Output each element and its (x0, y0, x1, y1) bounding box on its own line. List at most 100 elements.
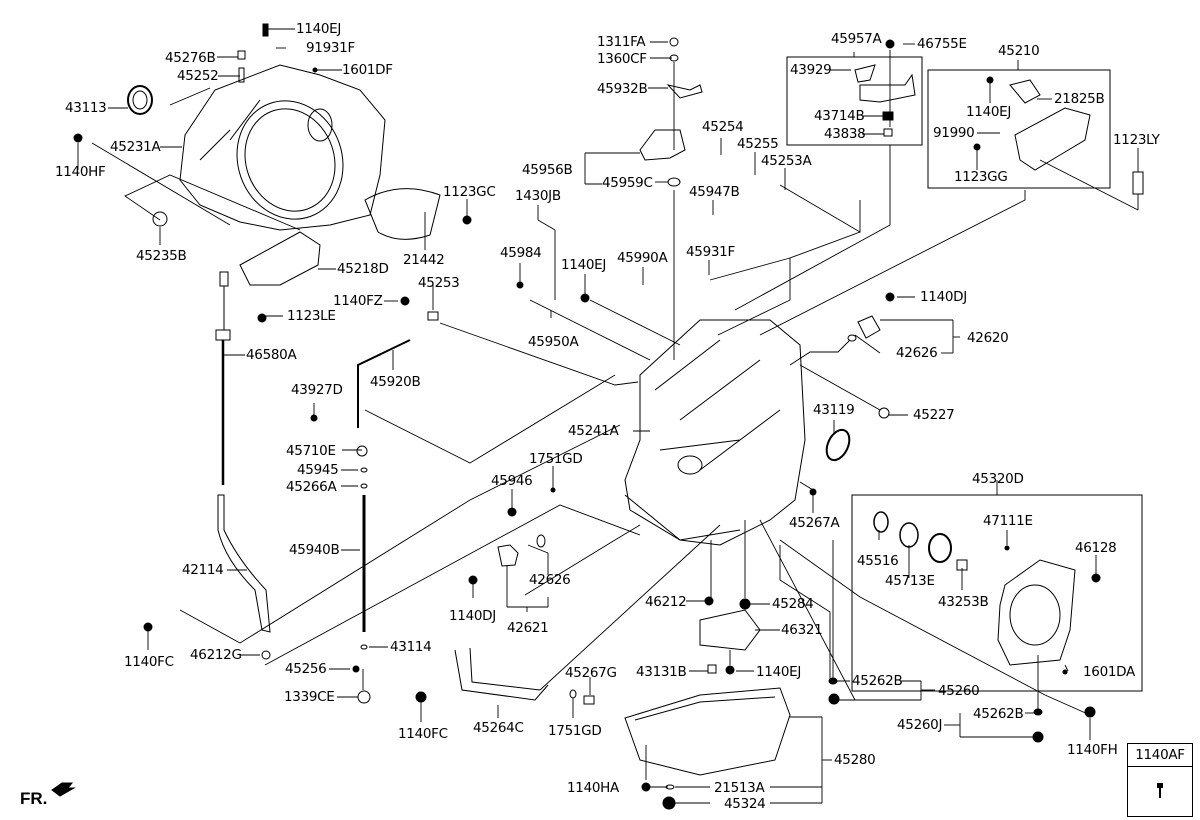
part-label[interactable]: 1430JB (515, 188, 561, 204)
part-label[interactable]: 45984 (500, 245, 542, 261)
part-label[interactable]: 42114 (182, 562, 224, 578)
part-label[interactable]: 46128 (1075, 540, 1117, 556)
part-label[interactable]: 46321 (781, 622, 823, 638)
part-label[interactable]: 42626 (896, 345, 938, 361)
part-label[interactable]: 43253B (938, 594, 989, 610)
cooler-pipe-45264C-drawing (454, 647, 549, 701)
part-label[interactable]: 45267G (565, 665, 617, 681)
part-label[interactable]: 45516 (857, 553, 899, 569)
part-label[interactable]: 45227 (913, 407, 955, 423)
part-label[interactable]: 45231A (110, 139, 161, 155)
part-label[interactable]: 43113 (65, 100, 107, 116)
part-label[interactable]: 43927D (291, 382, 343, 398)
part-label[interactable]: 43119 (813, 402, 855, 418)
part-label[interactable]: 1751GD (529, 451, 583, 467)
part-label[interactable]: 1140FC (398, 726, 448, 742)
part-label[interactable]: 1140DJ (920, 289, 967, 305)
part-label[interactable]: 1360CF (597, 51, 647, 67)
part-label[interactable]: 45957A (831, 31, 882, 47)
part-label[interactable]: 45260J (897, 717, 943, 733)
part-label[interactable]: 1601DA (1083, 664, 1135, 680)
part-label[interactable]: 45945 (297, 462, 339, 478)
part-label[interactable]: 45266A (286, 479, 337, 495)
part-label[interactable]: 1140EJ (966, 104, 1012, 120)
part-label[interactable]: 45262B (852, 673, 903, 689)
part-label[interactable]: 45235B (136, 248, 187, 264)
converter-housing-drawing (179, 64, 386, 231)
part-label[interactable]: 1601DF (342, 62, 393, 78)
part-label[interactable]: 45280 (834, 752, 876, 768)
part-label[interactable]: 45284 (772, 596, 814, 612)
part-label[interactable]: 45920B (370, 374, 421, 390)
part-label[interactable]: 45210 (998, 43, 1040, 59)
part-label[interactable]: 1140FH (1067, 742, 1118, 758)
cover-45320D-drawing (997, 559, 1076, 666)
part-label[interactable]: 45710E (286, 443, 336, 459)
part-label[interactable]: 1123GC (443, 184, 496, 200)
part-label[interactable]: 45260 (938, 683, 980, 699)
part-label[interactable]: 91931F (306, 40, 355, 56)
bolt-1123LY-drawing (1132, 171, 1144, 195)
part-label[interactable]: 21825B (1054, 91, 1105, 107)
part-label[interactable]: 1140DJ (449, 608, 496, 624)
part-label[interactable]: 1751GD (548, 723, 602, 739)
front-arrow-icon (51, 782, 76, 797)
part-label[interactable]: 45254 (702, 119, 744, 135)
part-label[interactable]: 45940B (289, 542, 340, 558)
part-label[interactable]: 1123LY (1113, 132, 1160, 148)
part-label[interactable]: 42626 (529, 572, 571, 588)
part-label[interactable]: 45255 (737, 136, 779, 152)
part-label[interactable]: 1123LE (287, 308, 336, 324)
part-label[interactable]: 45264C (473, 720, 524, 736)
part-label[interactable]: 1123GG (954, 169, 1008, 185)
part-label[interactable]: 1339CE (284, 689, 335, 705)
part-label[interactable]: 43114 (390, 639, 432, 655)
part-label[interactable]: 21513A (714, 780, 765, 796)
part-label[interactable]: 43714B (814, 108, 865, 124)
part-label[interactable]: 91990 (933, 125, 975, 141)
part-label[interactable]: 43131B (636, 664, 687, 680)
seal-43113-drawing (127, 85, 153, 115)
legend-box-1140AF[interactable]: 1140AF (1127, 743, 1193, 817)
part-label[interactable]: 1140FZ (333, 293, 383, 309)
part-label[interactable]: 43929 (790, 62, 832, 78)
part-label[interactable]: 45931F (686, 244, 735, 260)
part-label[interactable]: 1140EJ (296, 21, 342, 37)
part-label[interactable]: 45950A (528, 334, 579, 350)
part-label[interactable]: 45324 (724, 796, 766, 812)
part-label[interactable]: 42620 (967, 330, 1009, 346)
part-label[interactable]: 47111E (983, 513, 1033, 529)
part-label[interactable]: 45267A (789, 515, 840, 531)
part-label[interactable]: 45320D (972, 471, 1024, 487)
part-label[interactable]: 45218D (337, 261, 389, 277)
part-label[interactable]: 1140EJ (561, 257, 607, 273)
part-label[interactable]: 45947B (689, 184, 740, 200)
part-label[interactable]: 1140EJ (756, 664, 802, 680)
part-label[interactable]: 45256 (285, 661, 327, 677)
part-label[interactable]: 45713E (885, 573, 935, 589)
part-label[interactable]: 46580A (246, 347, 297, 363)
part-label[interactable]: 45990A (617, 250, 668, 266)
part-label[interactable]: 46212 (645, 594, 687, 610)
part-label[interactable]: 45252 (177, 68, 219, 84)
part-label[interactable]: 45956B (522, 162, 573, 178)
part-label[interactable]: 1140HA (567, 780, 619, 796)
part-label[interactable]: 21442 (403, 252, 445, 268)
part-label[interactable]: 45241A (568, 423, 619, 439)
part-label[interactable]: 45932B (597, 81, 648, 97)
part-label[interactable]: 1140HF (55, 164, 106, 180)
part-label[interactable]: 1311FA (597, 34, 646, 50)
oil-pan-45280-drawing (624, 687, 791, 776)
part-label[interactable]: 46755E (917, 36, 967, 52)
part-label[interactable]: 45276B (165, 50, 216, 66)
part-label[interactable]: 45959C (602, 175, 653, 191)
part-label[interactable]: 45253 (418, 275, 460, 291)
part-label[interactable]: 45946 (491, 473, 533, 489)
part-label[interactable]: 45262B (973, 706, 1024, 722)
part-label[interactable]: 46212G (190, 647, 242, 663)
part-label[interactable]: 43838 (824, 126, 866, 142)
part-label[interactable]: 1140FC (124, 654, 174, 670)
part-label[interactable]: 45253A (761, 153, 812, 169)
part-label[interactable]: 42621 (507, 620, 549, 636)
